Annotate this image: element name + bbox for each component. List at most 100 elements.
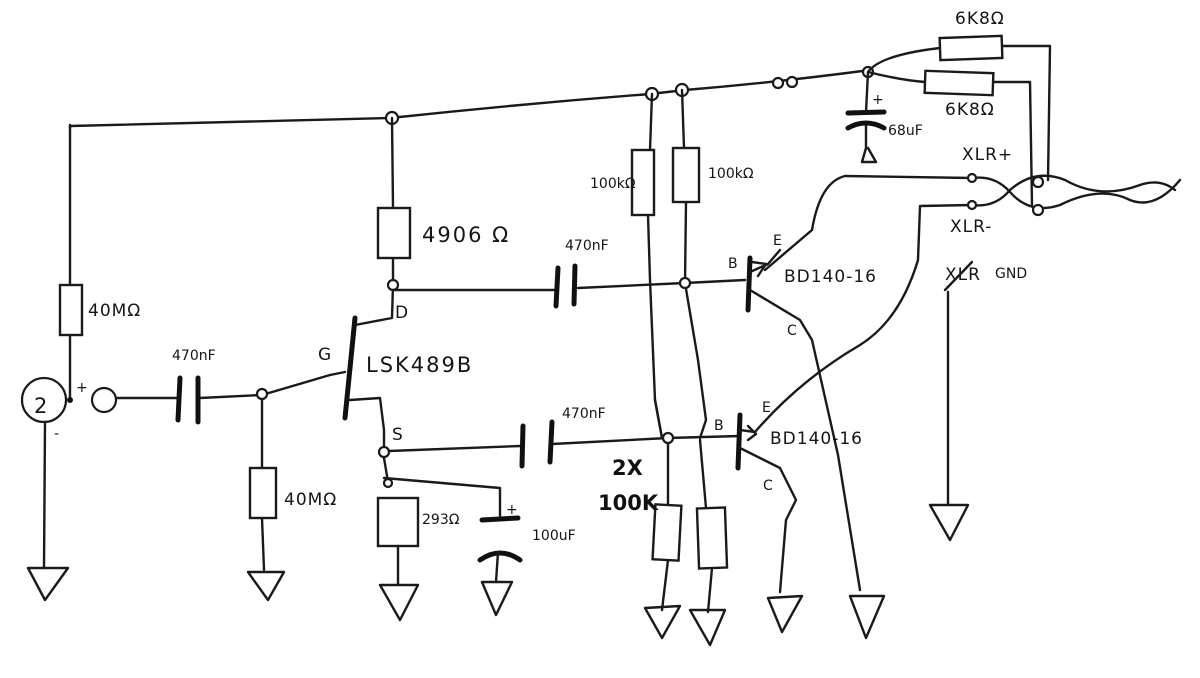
c-bypass-plus: + <box>506 502 518 518</box>
r-source <box>376 496 420 548</box>
xlr-gnd-struck-label: XLR <box>945 265 981 285</box>
c-drain-plate1 <box>553 265 561 309</box>
c-supply-plate-bottom <box>845 120 887 131</box>
xlr-minus-node <box>966 199 978 211</box>
r-base-2 <box>695 506 729 570</box>
c-in-wires <box>114 373 332 400</box>
c-drain-plate2 <box>571 263 578 307</box>
gnd-symbol-2 <box>688 608 727 647</box>
q2-collector <box>738 446 798 594</box>
c-source-plate2 <box>547 419 555 465</box>
r-gate-label: 40MΩ <box>284 490 337 510</box>
xlr-gnd-symbol <box>928 503 970 542</box>
supply-rail <box>68 68 872 130</box>
q2-c: C <box>763 478 773 494</box>
c-supply-label: 68uF <box>888 123 923 139</box>
fet-gate-label: G <box>318 345 332 365</box>
mic-label: 2 <box>34 394 49 418</box>
r-sw-wires <box>866 44 1052 207</box>
q2-base-bar <box>735 412 743 471</box>
source-node2 <box>382 477 394 489</box>
q1-b: B <box>728 256 738 272</box>
q2-base-node <box>661 431 675 445</box>
c-in-label: 470nF <box>172 348 216 364</box>
c-source-plate1 <box>519 423 526 469</box>
rail-node-c <box>771 76 785 90</box>
xlr-sw-node2 <box>1031 203 1045 217</box>
mic-gnd-symbol <box>26 566 70 602</box>
two-x-line1: 2X <box>612 456 643 480</box>
r-gate-wire <box>260 398 266 572</box>
c-drain-wires <box>391 278 747 292</box>
xlr-twisted-1 <box>970 176 1182 210</box>
r-in-bias <box>58 283 84 337</box>
r-base-1 <box>651 503 683 562</box>
source-node <box>377 445 391 459</box>
q2-part: BD140-16 <box>770 429 863 449</box>
fet-source-lead <box>348 396 386 454</box>
c-source-wires <box>387 434 742 453</box>
r-gate-gnd-symbol <box>246 570 286 602</box>
xlr-plus-wire <box>763 174 974 272</box>
r-source-label: 293Ω <box>422 512 460 528</box>
r-sw2 <box>923 69 995 97</box>
q1-collector <box>748 288 862 592</box>
q1-c: C <box>787 323 797 339</box>
drain-node <box>386 278 400 292</box>
c-supply-plate-top <box>845 109 887 116</box>
xlr-minus-label: XLR- <box>950 217 992 237</box>
c-source-label: 470nF <box>562 406 606 422</box>
c-drain-label: 470nF <box>565 238 609 254</box>
q1-e: E <box>773 233 782 249</box>
q1-base-node <box>678 276 692 290</box>
c-supply-plus: + <box>872 92 884 108</box>
xlr-sw-node1 <box>1031 175 1045 189</box>
r-sw1 <box>938 34 1004 62</box>
r-base-wires <box>660 438 714 614</box>
q1-part: BD140-16 <box>784 267 877 287</box>
q2-b: B <box>714 418 724 434</box>
q1-base-bar <box>745 255 753 313</box>
xlr-twisted-2 <box>970 174 1177 207</box>
fet-part-label: LSK489B <box>366 353 473 377</box>
xlr-plus-node <box>966 172 978 184</box>
mic-minus: - <box>54 426 59 442</box>
r-sw1-label: 6K8Ω <box>955 9 1005 29</box>
r-bias-right <box>671 146 701 204</box>
gate-node <box>255 387 269 401</box>
two-x-line2: 100K <box>598 491 659 515</box>
r-bias-left <box>630 148 656 217</box>
r-gate <box>248 466 278 520</box>
xlr-minus-wire <box>753 203 974 434</box>
fet-channel <box>342 315 358 421</box>
c-bypass-wire <box>494 550 500 584</box>
bias-left-wire <box>646 92 664 440</box>
q1-emitter <box>748 248 782 274</box>
xlr-gnd-strike <box>943 260 974 292</box>
r-source-gnd-symbol <box>378 583 420 622</box>
fet-gate-lead <box>328 370 347 377</box>
rail-node-d <box>785 75 799 89</box>
mic-plus: + <box>76 380 88 396</box>
mic-gnd-wire <box>42 420 47 570</box>
gnd-symbol-1 <box>643 604 682 640</box>
xlr-gnd-label: GND <box>995 266 1027 282</box>
r-drain <box>376 206 412 260</box>
drain-label: D <box>395 303 409 323</box>
xlr-plus-label: XLR+ <box>962 145 1013 165</box>
c-supply-wires <box>860 70 878 164</box>
c-bypass-gnd-symbol <box>480 580 514 617</box>
c-bypass-plate-bottom <box>477 550 523 563</box>
mic-node <box>67 397 73 403</box>
r-drain-label: 4906 Ω <box>422 223 510 247</box>
q1-emitter-arrow <box>750 260 768 278</box>
fet-source-label: S <box>392 425 404 445</box>
gnd-symbol-4 <box>848 594 886 640</box>
q2-emitter-arrow <box>746 424 758 442</box>
drain-wire <box>353 116 395 327</box>
r-bias-right-label: 100kΩ <box>708 166 754 182</box>
r-sw2-label: 6K8Ω <box>945 100 995 120</box>
r-bias-left-label: 100kΩ <box>590 176 636 192</box>
bias-right-wire <box>680 88 708 440</box>
